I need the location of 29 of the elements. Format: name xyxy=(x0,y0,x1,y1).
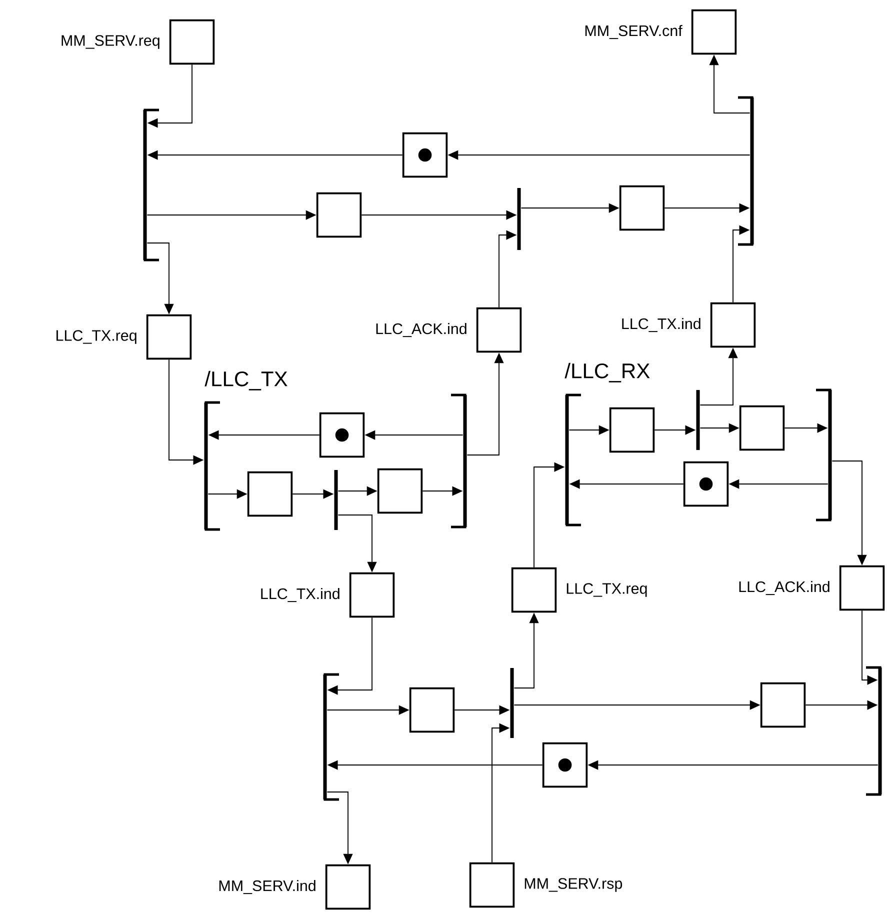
subnet-label: /LLC_RX xyxy=(564,362,650,382)
place-label: LLC_TX.req xyxy=(566,583,647,597)
place-label: MM_SERV.ind xyxy=(219,880,316,894)
transition-bar xyxy=(565,394,581,526)
place-label: MM_SERV.req xyxy=(62,35,160,49)
token-box xyxy=(319,412,365,458)
place-label: LLC_TX.req xyxy=(56,330,136,344)
place-box xyxy=(247,471,293,517)
place-box xyxy=(377,468,423,514)
token-box xyxy=(542,742,588,788)
place-label: LLC_ACK.ind xyxy=(739,580,830,596)
place-label: LLC_ACK.ind xyxy=(376,322,466,338)
transition-bar xyxy=(451,394,467,528)
place-label: LLC_TX.ind xyxy=(261,588,340,602)
place-box xyxy=(760,682,806,728)
place-box xyxy=(316,192,362,238)
place-label: LLC_TX.ind xyxy=(622,318,700,332)
token-box xyxy=(683,461,729,507)
place-label: MM_SERV.cnf xyxy=(585,24,682,40)
place-box xyxy=(609,407,655,453)
place-box xyxy=(739,405,785,451)
transition-bar xyxy=(204,401,220,531)
token-box xyxy=(402,132,448,178)
place-box xyxy=(619,185,665,231)
place-box xyxy=(409,687,455,733)
place-label: MM_SERV.rsp xyxy=(524,878,622,892)
transition-bar xyxy=(866,666,882,796)
transition-bar xyxy=(816,388,832,522)
subnet-label: /LLC_TX xyxy=(204,370,288,390)
